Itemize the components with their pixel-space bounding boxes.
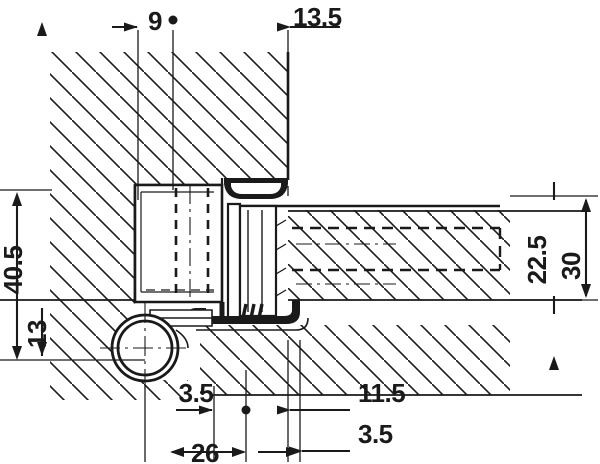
mortise-pocket: [292, 226, 502, 272]
dimension-arrowheads: [12, 22, 591, 457]
dimension-label-40-5: 40.5: [0, 246, 28, 295]
dimension-label-30: 30: [556, 252, 586, 280]
center-point-markers: [168, 15, 251, 415]
dimension-label-3-5-lower: 3.5: [358, 419, 393, 449]
dimension-label-3-5-upper: 3.5: [179, 378, 214, 408]
dimension-label-13-5: 13.5: [293, 2, 342, 32]
dimension-label-11-5: 11.5: [358, 378, 405, 408]
center-dot-top: [168, 15, 178, 25]
center-dot-bottom: [241, 405, 251, 415]
dimension-label-22-5: 22.5: [522, 236, 552, 285]
door-section: [200, 204, 582, 396]
pivot-circle: [100, 303, 190, 393]
dimension-labels: 9 13.5 40.5 13 22.5 30 3.5 11.5 26 3.5: [0, 2, 586, 464]
dimension-label-9: 9: [148, 6, 162, 36]
dimension-label-13: 13: [22, 320, 52, 348]
hinge-body: [133, 178, 309, 331]
pocket-centerlines: [296, 243, 396, 285]
dimension-label-26: 26: [191, 438, 219, 464]
dimension-lines: [15, 22, 588, 456]
